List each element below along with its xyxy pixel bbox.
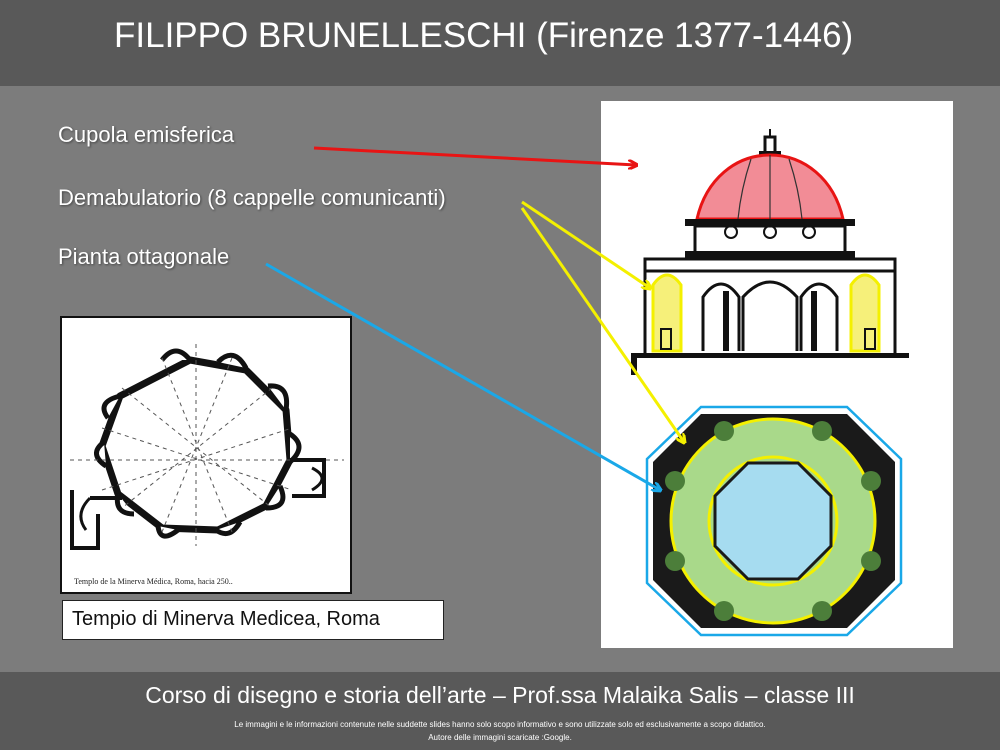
footer-credits: Autore delle immagini scaricate :Google. bbox=[428, 733, 572, 742]
plan-embedded-caption: Templo de la Minerva Médica, Roma, hacia… bbox=[74, 577, 233, 586]
label-deambulatorio: Demabulatorio (8 cappelle comunicanti) bbox=[58, 185, 446, 210]
footer-course: Corso di disegno e storia dell’arte – Pr… bbox=[145, 682, 855, 708]
red-arrow-cupola bbox=[313, 146, 636, 165]
minerva-plan-image: Templo de la Minerva Médica, Roma, hacia… bbox=[60, 316, 352, 594]
church-drawing bbox=[631, 129, 909, 637]
slide-title: FILIPPO BRUNELLESCHI (Firenze 1377-1446) bbox=[114, 16, 854, 55]
label-pianta: Pianta ottagonale bbox=[58, 244, 230, 269]
octagonal-plan bbox=[645, 405, 903, 637]
image-caption: Tempio di Minerva Medicea, Roma bbox=[72, 608, 380, 630]
yellow-arrow-ring bbox=[520, 207, 684, 442]
image-caption-box: Tempio di Minerva Medicea, Roma bbox=[62, 600, 444, 640]
minerva-plan-drawing bbox=[70, 344, 344, 550]
yellow-arrow-chapel bbox=[521, 200, 650, 288]
label-cupola: Cupola emisferica bbox=[58, 122, 235, 147]
title-bar: FILIPPO BRUNELLESCHI (Firenze 1377-1446) bbox=[0, 0, 1000, 86]
chapel-right-highlight bbox=[849, 273, 881, 353]
footer-bar: Corso di disegno e storia dell’arte – Pr… bbox=[0, 672, 1000, 750]
footer-disclaimer: Le immagini e le informazioni contenute … bbox=[234, 720, 766, 729]
blue-arrow-plan bbox=[265, 262, 660, 490]
church-drawing-image bbox=[601, 101, 953, 648]
